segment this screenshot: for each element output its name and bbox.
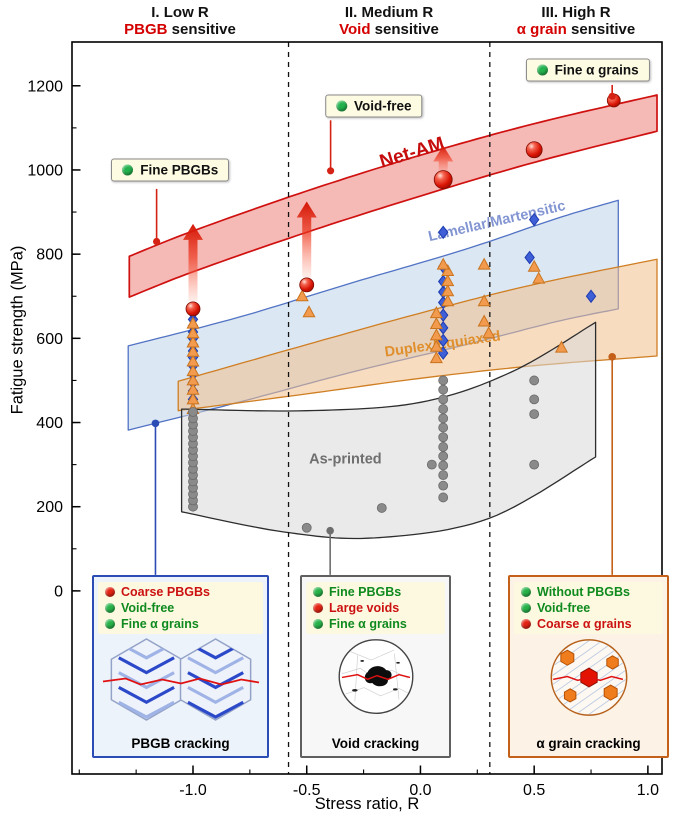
legend-label: Without PBGBs <box>537 585 630 599</box>
band-duplex-equiaxed <box>177 258 658 412</box>
x-axis-ticks: -1.0 -0.5 0.0 0.5 1.0 <box>78 765 659 799</box>
green-dot-icon <box>122 164 134 176</box>
region-line1: I. Low R <box>151 4 209 21</box>
region-line1: III. High R <box>541 4 611 21</box>
legend-label: Coarse α grains <box>537 617 632 631</box>
region-keyword: Void <box>339 21 371 38</box>
band-label-as-printed: As-printed <box>309 451 382 467</box>
alpha-grain-cracking-schematic-icon <box>550 639 627 716</box>
svg-text:-0.5: -0.5 <box>293 782 321 799</box>
y-axis-ticks: 0 200 400 600 800 1000 1200 <box>27 78 81 600</box>
region-line2: Void sensitive <box>299 21 479 38</box>
region-rest: sensitive <box>167 21 236 38</box>
inset-connector-dot <box>608 353 616 361</box>
svg-text:0.0: 0.0 <box>409 782 431 799</box>
legend-label: Fine α grains <box>121 617 199 631</box>
legend-item: Fine α grains <box>105 617 256 631</box>
svg-text:600: 600 <box>36 331 63 348</box>
band-as-printed <box>180 321 597 540</box>
svg-text:1000: 1000 <box>27 162 63 179</box>
callout-connector-dot <box>608 92 616 100</box>
inset-caption: Void cracking <box>331 736 420 751</box>
legend-item: Coarse α grains <box>521 617 656 631</box>
series-duplex-points <box>186 257 569 415</box>
legend-label: Void-free <box>537 601 591 615</box>
legend-item: Void-free <box>521 601 656 615</box>
improvement-arrow-icon <box>183 223 204 302</box>
region-rest: sensitive <box>370 21 439 38</box>
svg-text:1.0: 1.0 <box>637 782 659 799</box>
y-axis-title: Fatigue strength (MPa) <box>8 245 27 415</box>
annotation-void-free: Void-free <box>325 94 423 118</box>
region-title-low-r: I. Low R PBGB sensitive <box>90 4 270 38</box>
green-dot-icon <box>336 100 348 112</box>
legend-item: Without PBGBs <box>521 585 656 599</box>
legend-dot-icon <box>105 587 115 597</box>
series-net-am-points <box>185 93 621 317</box>
improvement-arrow-icon <box>296 201 317 278</box>
annotation-fine-alpha-grains: Fine α grains <box>525 58 650 82</box>
region-title-high-r: III. High R α grain sensitive <box>486 4 666 38</box>
region-line1: II. Medium R <box>344 4 434 21</box>
svg-text:200: 200 <box>36 499 63 516</box>
svg-text:-1.0: -1.0 <box>179 782 207 799</box>
inset-caption: α grain cracking <box>536 736 641 751</box>
legend-label: Fine α grains <box>329 617 407 631</box>
svg-text:400: 400 <box>36 415 63 432</box>
callout-connector-dot <box>153 237 161 246</box>
band-net-am <box>128 94 658 298</box>
legend-dot-icon <box>313 603 323 613</box>
legend-dot-icon <box>521 619 531 629</box>
legend-item: Void-free <box>105 601 256 615</box>
legend-label: Void-free <box>121 601 175 615</box>
annotation-label: Void-free <box>354 98 412 114</box>
region-line2: α grain sensitive <box>486 21 666 38</box>
legend-item: Large voids <box>313 601 438 615</box>
legend-item: Fine α grains <box>313 617 438 631</box>
legend-dot-icon <box>313 587 323 597</box>
svg-text:0: 0 <box>54 583 63 600</box>
plot-frame <box>71 41 663 775</box>
legend-dot-icon <box>521 587 531 597</box>
region-title-medium-r: II. Medium R Void sensitive <box>299 4 479 38</box>
callout-connector-dot <box>327 167 335 175</box>
annotation-label: Fine PBGBs <box>140 162 219 178</box>
region-line2: PBGB sensitive <box>90 21 270 38</box>
green-dot-icon <box>536 64 548 76</box>
void-cracking-schematic-icon <box>338 639 413 715</box>
annotation-fine-pbgbs: Fine PBGBs <box>111 158 230 182</box>
legend-item: Fine PBGBs <box>313 585 438 599</box>
legend-dot-icon <box>313 619 323 629</box>
inset-connector-dot <box>151 419 160 428</box>
series-as-printed-points <box>188 375 540 533</box>
legend-label: Coarse PBGBs <box>121 585 210 599</box>
svg-text:1200: 1200 <box>27 78 63 95</box>
legend-item: Coarse PBGBs <box>105 585 256 599</box>
svg-text:800: 800 <box>36 247 63 264</box>
annotation-label: Fine α grains <box>554 62 639 78</box>
legend-label: Large voids <box>329 601 400 615</box>
legend-dot-icon <box>105 603 115 613</box>
legend-dot-icon <box>105 619 115 629</box>
legend-dot-icon <box>521 603 531 613</box>
inset-caption: PBGB cracking <box>131 736 230 751</box>
legend-label: Fine PBGBs <box>329 585 402 599</box>
region-keyword: PBGB <box>124 21 168 38</box>
inset-connector-dot <box>326 526 334 535</box>
svg-text:0.5: 0.5 <box>523 782 545 799</box>
region-keyword: α grain <box>516 21 567 38</box>
pbgb-cracking-schematic-icon <box>102 638 259 721</box>
region-rest: sensitive <box>566 21 636 38</box>
improvement-arrow-icon <box>433 145 454 174</box>
x-axis-title: Stress ratio, R <box>314 795 420 813</box>
